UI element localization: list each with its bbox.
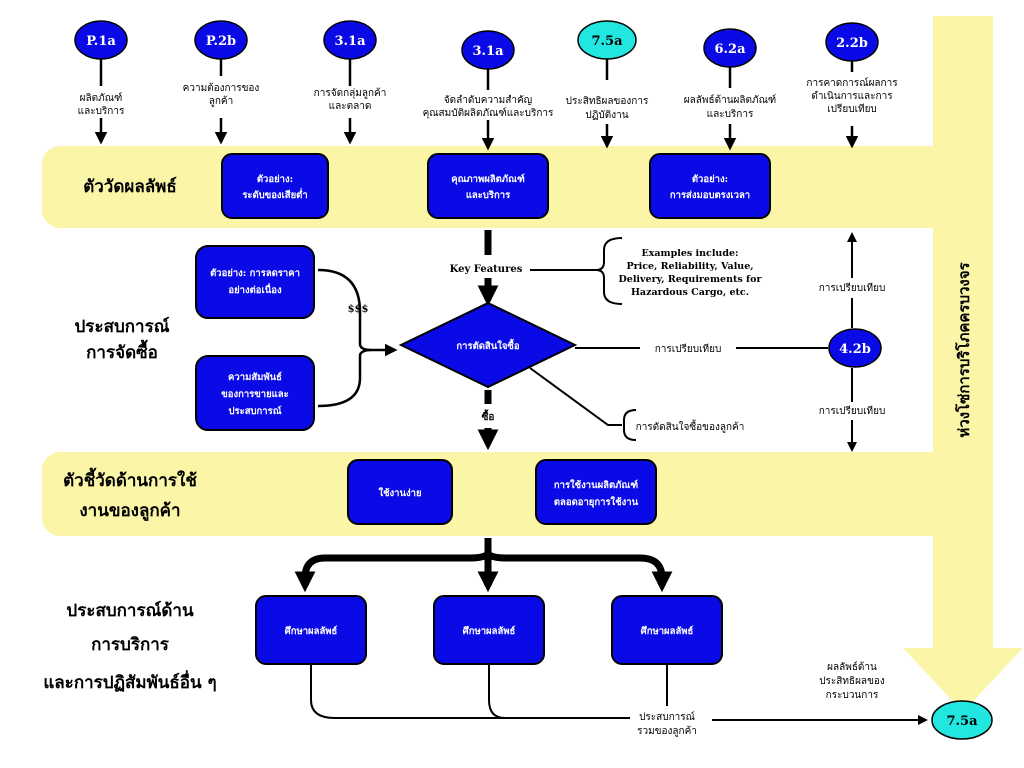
svg-text:คุณสมบัติผลิตภัณฑ์และบริการ: คุณสมบัติผลิตภัณฑ์และบริการ xyxy=(423,107,554,119)
svg-text:และบริการ: และบริการ xyxy=(707,109,754,120)
svg-text:Examples include:: Examples include: xyxy=(641,248,738,259)
node-4-2b: 4.2b xyxy=(828,328,882,368)
svg-text:ตัวอย่าง: การลดราคา: ตัวอย่าง: การลดราคา xyxy=(210,268,300,279)
node-p2b: P.2b xyxy=(194,20,248,60)
svg-text:3.1a: 3.1a xyxy=(334,34,366,49)
svg-text:ศึกษาผลลัพธ์: ศึกษาผลลัพธ์ xyxy=(463,625,516,637)
svg-text:อย่างต่อเนื่อง: อย่างต่อเนื่อง xyxy=(228,282,282,296)
svg-text:การส่งมอบตรงเวลา: การส่งมอบตรงเวลา xyxy=(670,190,750,201)
svg-text:ตัวอย่าง:: ตัวอย่าง: xyxy=(692,174,728,185)
svg-text:ศึกษาผลลัพธ์: ศึกษาผลลัพธ์ xyxy=(285,625,338,637)
examples-text: Examples include: Price, Reliability, Va… xyxy=(619,248,763,298)
key-features-label: Key Features xyxy=(450,264,523,275)
compare-label: การเปรียบเทียบ xyxy=(655,343,722,355)
svg-text:ประสิทธิผลของ: ประสิทธิผลของ xyxy=(819,676,885,687)
compare-down-label: การเปรียบเทียบ xyxy=(819,405,886,417)
examples-brace xyxy=(595,237,623,305)
svg-text:ตลอดอายุการใช้งาน: ตลอดอายุการใช้งาน xyxy=(554,496,639,508)
process-results: ผลลัพธ์ด้าน ประสิทธิผลของ กระบวนการ xyxy=(819,661,885,701)
svg-text:การคาดการณ์ผลการ: การคาดการณ์ผลการ xyxy=(806,77,898,89)
svg-text:ลูกค้า: ลูกค้า xyxy=(209,95,234,107)
buy-label: ซื้อ xyxy=(482,409,495,423)
band2-box-easy-use: ใช้งานง่าย xyxy=(347,459,453,525)
purchase-decision: การตัดสินใจซื้อ xyxy=(398,301,578,389)
svg-text:ผลลัพธ์ด้านผลิตภัณฑ์: ผลลัพธ์ด้านผลิตภัณฑ์ xyxy=(684,94,776,106)
band1-box-on-time: ตัวอย่าง: การส่งมอบตรงเวลา xyxy=(649,153,771,219)
band2-title-line2: งานของลูกค้า xyxy=(79,501,180,522)
svg-text:3.1a: 3.1a xyxy=(472,44,504,59)
svg-text:ปฏิบัติงาน: ปฏิบัติงาน xyxy=(585,110,628,121)
svg-text:ประสิทธิผลของการ: ประสิทธิผลของการ xyxy=(566,96,649,107)
purchase-title-line2: การจัดซื้อ xyxy=(86,339,158,363)
top-node-labels: ผลิตภัณฑ์ และบริการ ความต้องการของ ลูกค้… xyxy=(78,77,899,121)
svg-text:คุณภาพผลิตภัณฑ์: คุณภาพผลิตภัณฑ์ xyxy=(451,173,525,185)
svg-text:และบริการ: และบริการ xyxy=(78,106,125,117)
total-experience-line2: รวมของลูกค้า xyxy=(637,725,697,737)
svg-text:จัดลำดับความสำคัญ: จัดลำดับความสำคัญ xyxy=(444,95,532,106)
merge-lines xyxy=(310,664,668,719)
svg-text:การใช้งานผลิตภัณฑ์: การใช้งานผลิตภัณฑ์ xyxy=(554,479,638,491)
left-box-relationship: ความสัมพันธ์ ของการขายและ ประสบการณ์ xyxy=(195,355,315,431)
svg-text:P.1a: P.1a xyxy=(86,34,116,49)
svg-text:ประสบการณ์: ประสบการณ์ xyxy=(228,405,281,417)
svg-text:และตลาด: และตลาด xyxy=(329,101,372,112)
svg-text:ใช้งานง่าย: ใช้งานง่าย xyxy=(378,487,421,499)
service-title-line3: และการปฏิสัมพันธ์อื่น ๆ xyxy=(43,670,216,693)
svg-text:และบริการ: และบริการ xyxy=(466,190,511,201)
study-box-1: ศึกษาผลลัพธ์ xyxy=(255,595,367,665)
service-title-line1: ประสบการณ์ด้าน xyxy=(66,600,194,621)
svg-text:ของการขายและ: ของการขายและ xyxy=(221,389,288,400)
svg-text:Delivery, Requirements for: Delivery, Requirements for xyxy=(619,274,763,285)
left-brace xyxy=(317,268,373,408)
service-fork xyxy=(294,538,673,593)
customer-decision-label: การตัดสินใจซื้อของลูกค้า xyxy=(636,419,745,433)
svg-text:ตัวอย่าง:: ตัวอย่าง: xyxy=(257,174,293,185)
svg-text:ผลิตภัณฑ์: ผลิตภัณฑ์ xyxy=(80,92,123,104)
customer-decision-connector xyxy=(529,367,622,426)
node-3-1a-left: 3.1a xyxy=(323,20,377,60)
svg-text:Price, Reliability, Value,: Price, Reliability, Value, xyxy=(626,261,753,272)
node-p1a: P.1a xyxy=(74,20,128,60)
svg-text:4.2b: 4.2b xyxy=(839,342,871,357)
svg-text:การตัดสินใจซื้อ: การตัดสินใจซื้อ xyxy=(456,338,519,352)
svg-text:ผลลัพธ์ด้าน: ผลลัพธ์ด้าน xyxy=(827,661,877,673)
band2-title-line1: ตัวชี้วัดด้านการใช้ xyxy=(63,467,197,491)
node-7-5a-top: 7.5a xyxy=(577,20,637,60)
service-title-line2: การบริการ xyxy=(91,635,170,655)
node-7-5a-final: 7.5a xyxy=(931,700,993,740)
svg-text:6.2a: 6.2a xyxy=(714,42,746,57)
node-6-2a: 6.2a xyxy=(703,28,757,68)
left-box-discount: ตัวอย่าง: การลดราคา อย่างต่อเนื่อง xyxy=(195,245,315,319)
svg-text:เปรียบเทียบ: เปรียบเทียบ xyxy=(827,103,877,115)
dollar-label: $$$ xyxy=(348,304,369,315)
svg-text:ดำเนินการและการ: ดำเนินการและการ xyxy=(811,91,893,102)
band2-box-lifetime-use: การใช้งานผลิตภัณฑ์ ตลอดอายุการใช้งาน xyxy=(535,459,657,525)
svg-text:ระดับของเสียต่ำ: ระดับของเสียต่ำ xyxy=(242,187,307,201)
svg-text:ความสัมพันธ์: ความสัมพันธ์ xyxy=(228,371,282,383)
study-box-3: ศึกษาผลลัพธ์ xyxy=(611,595,723,665)
svg-text:Hazardous Cargo, etc.: Hazardous Cargo, etc. xyxy=(631,287,749,298)
svg-text:7.5a: 7.5a xyxy=(591,34,623,49)
consumption-chain-arrow xyxy=(903,16,1023,712)
svg-text:P.2b: P.2b xyxy=(206,34,236,49)
svg-text:2.2b: 2.2b xyxy=(836,36,868,51)
study-box-2: ศึกษาผลลัพธ์ xyxy=(433,595,545,665)
svg-text:ศึกษาผลลัพธ์: ศึกษาผลลัพธ์ xyxy=(641,625,694,637)
svg-text:7.5a: 7.5a xyxy=(946,714,978,729)
band1-box-quality: คุณภาพผลิตภัณฑ์ และบริการ xyxy=(427,153,549,219)
node-2-2b: 2.2b xyxy=(825,22,879,62)
svg-text:กระบวนการ: กระบวนการ xyxy=(826,690,879,701)
usage-band xyxy=(42,452,947,536)
side-label: ห่วงโซ่การบริโภคครบวงจร xyxy=(954,261,973,437)
svg-text:การจัดกลุ่มลูกค้า: การจัดกลุ่มลูกค้า xyxy=(314,87,387,99)
svg-text:ความต้องการของ: ความต้องการของ xyxy=(183,82,260,94)
band1-box-low-waste: ตัวอย่าง: ระดับของเสียต่ำ xyxy=(221,153,329,219)
compare-up-label: การเปรียบเทียบ xyxy=(819,282,886,294)
band1-title: ตัววัดผลลัพธ์ xyxy=(83,176,177,197)
node-3-1a-center: 3.1a xyxy=(461,30,515,70)
purchase-title-line1: ประสบการณ์ xyxy=(75,316,170,337)
total-experience-line1: ประสบการณ์ xyxy=(639,711,695,723)
customer-decision-brace xyxy=(623,409,637,441)
